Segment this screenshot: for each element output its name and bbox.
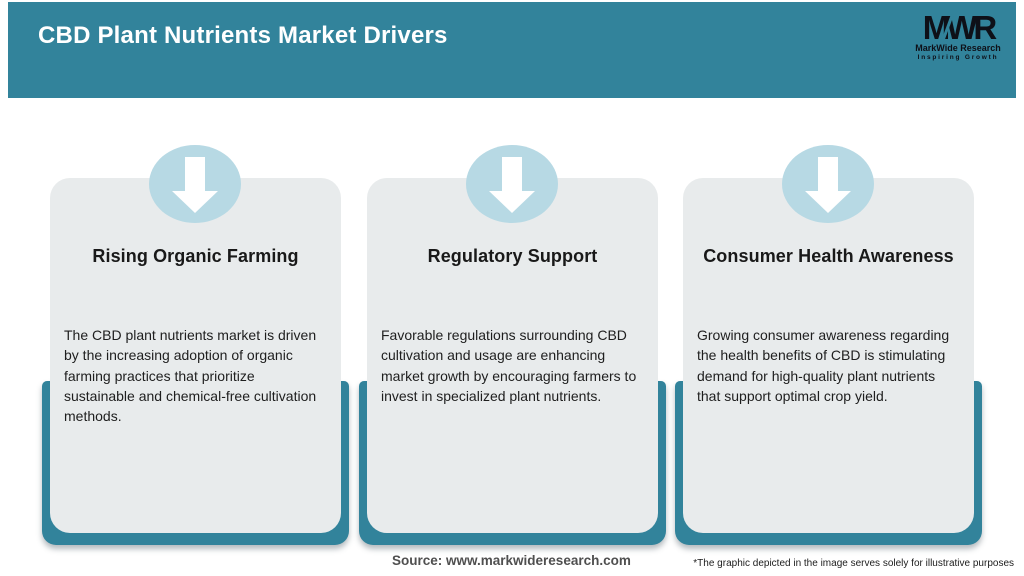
driver-card-3: Consumer Health Awareness Growing consum…: [675, 145, 982, 546]
card-panel: Regulatory Support Favorable regulations…: [367, 178, 658, 533]
source-text: Source: www.markwideresearch.com: [392, 553, 631, 568]
arrow-down-icon: [149, 145, 241, 223]
mwr-logo-letters: MWR: [922, 8, 997, 47]
logo-company-name: MarkWide Research: [915, 43, 1001, 53]
card-text: Growing consumer awareness regarding the…: [697, 327, 950, 404]
card-title: Rising Organic Farming: [92, 246, 299, 266]
arrow-down-icon: [782, 145, 874, 223]
markwide-logo: MWR MarkWide Research Inspiring Growth: [908, 8, 1008, 61]
card-text: The CBD plant nutrients market is driven…: [64, 327, 317, 425]
disclaimer-text: *The graphic depicted in the image serve…: [693, 558, 1014, 569]
card-text: Favorable regulations surrounding CBD cu…: [381, 327, 637, 404]
header-bar: CBD Plant Nutrients Market Drivers MWR M…: [8, 2, 1016, 98]
logo-tagline: Inspiring Growth: [917, 54, 999, 61]
card-panel: Rising Organic Farming The CBD plant nut…: [50, 178, 341, 533]
card-title: Consumer Health Awareness: [703, 246, 954, 266]
arrow-down-icon: [466, 145, 558, 223]
driver-card-1: Rising Organic Farming The CBD plant nut…: [42, 145, 349, 546]
card-title: Regulatory Support: [427, 246, 598, 266]
mwr-logo-icon: MWR: [908, 8, 1008, 47]
driver-card-2: Regulatory Support Favorable regulations…: [359, 145, 666, 546]
page-title: CBD Plant Nutrients Market Drivers: [38, 22, 448, 49]
card-panel: Consumer Health Awareness Growing consum…: [683, 178, 974, 533]
